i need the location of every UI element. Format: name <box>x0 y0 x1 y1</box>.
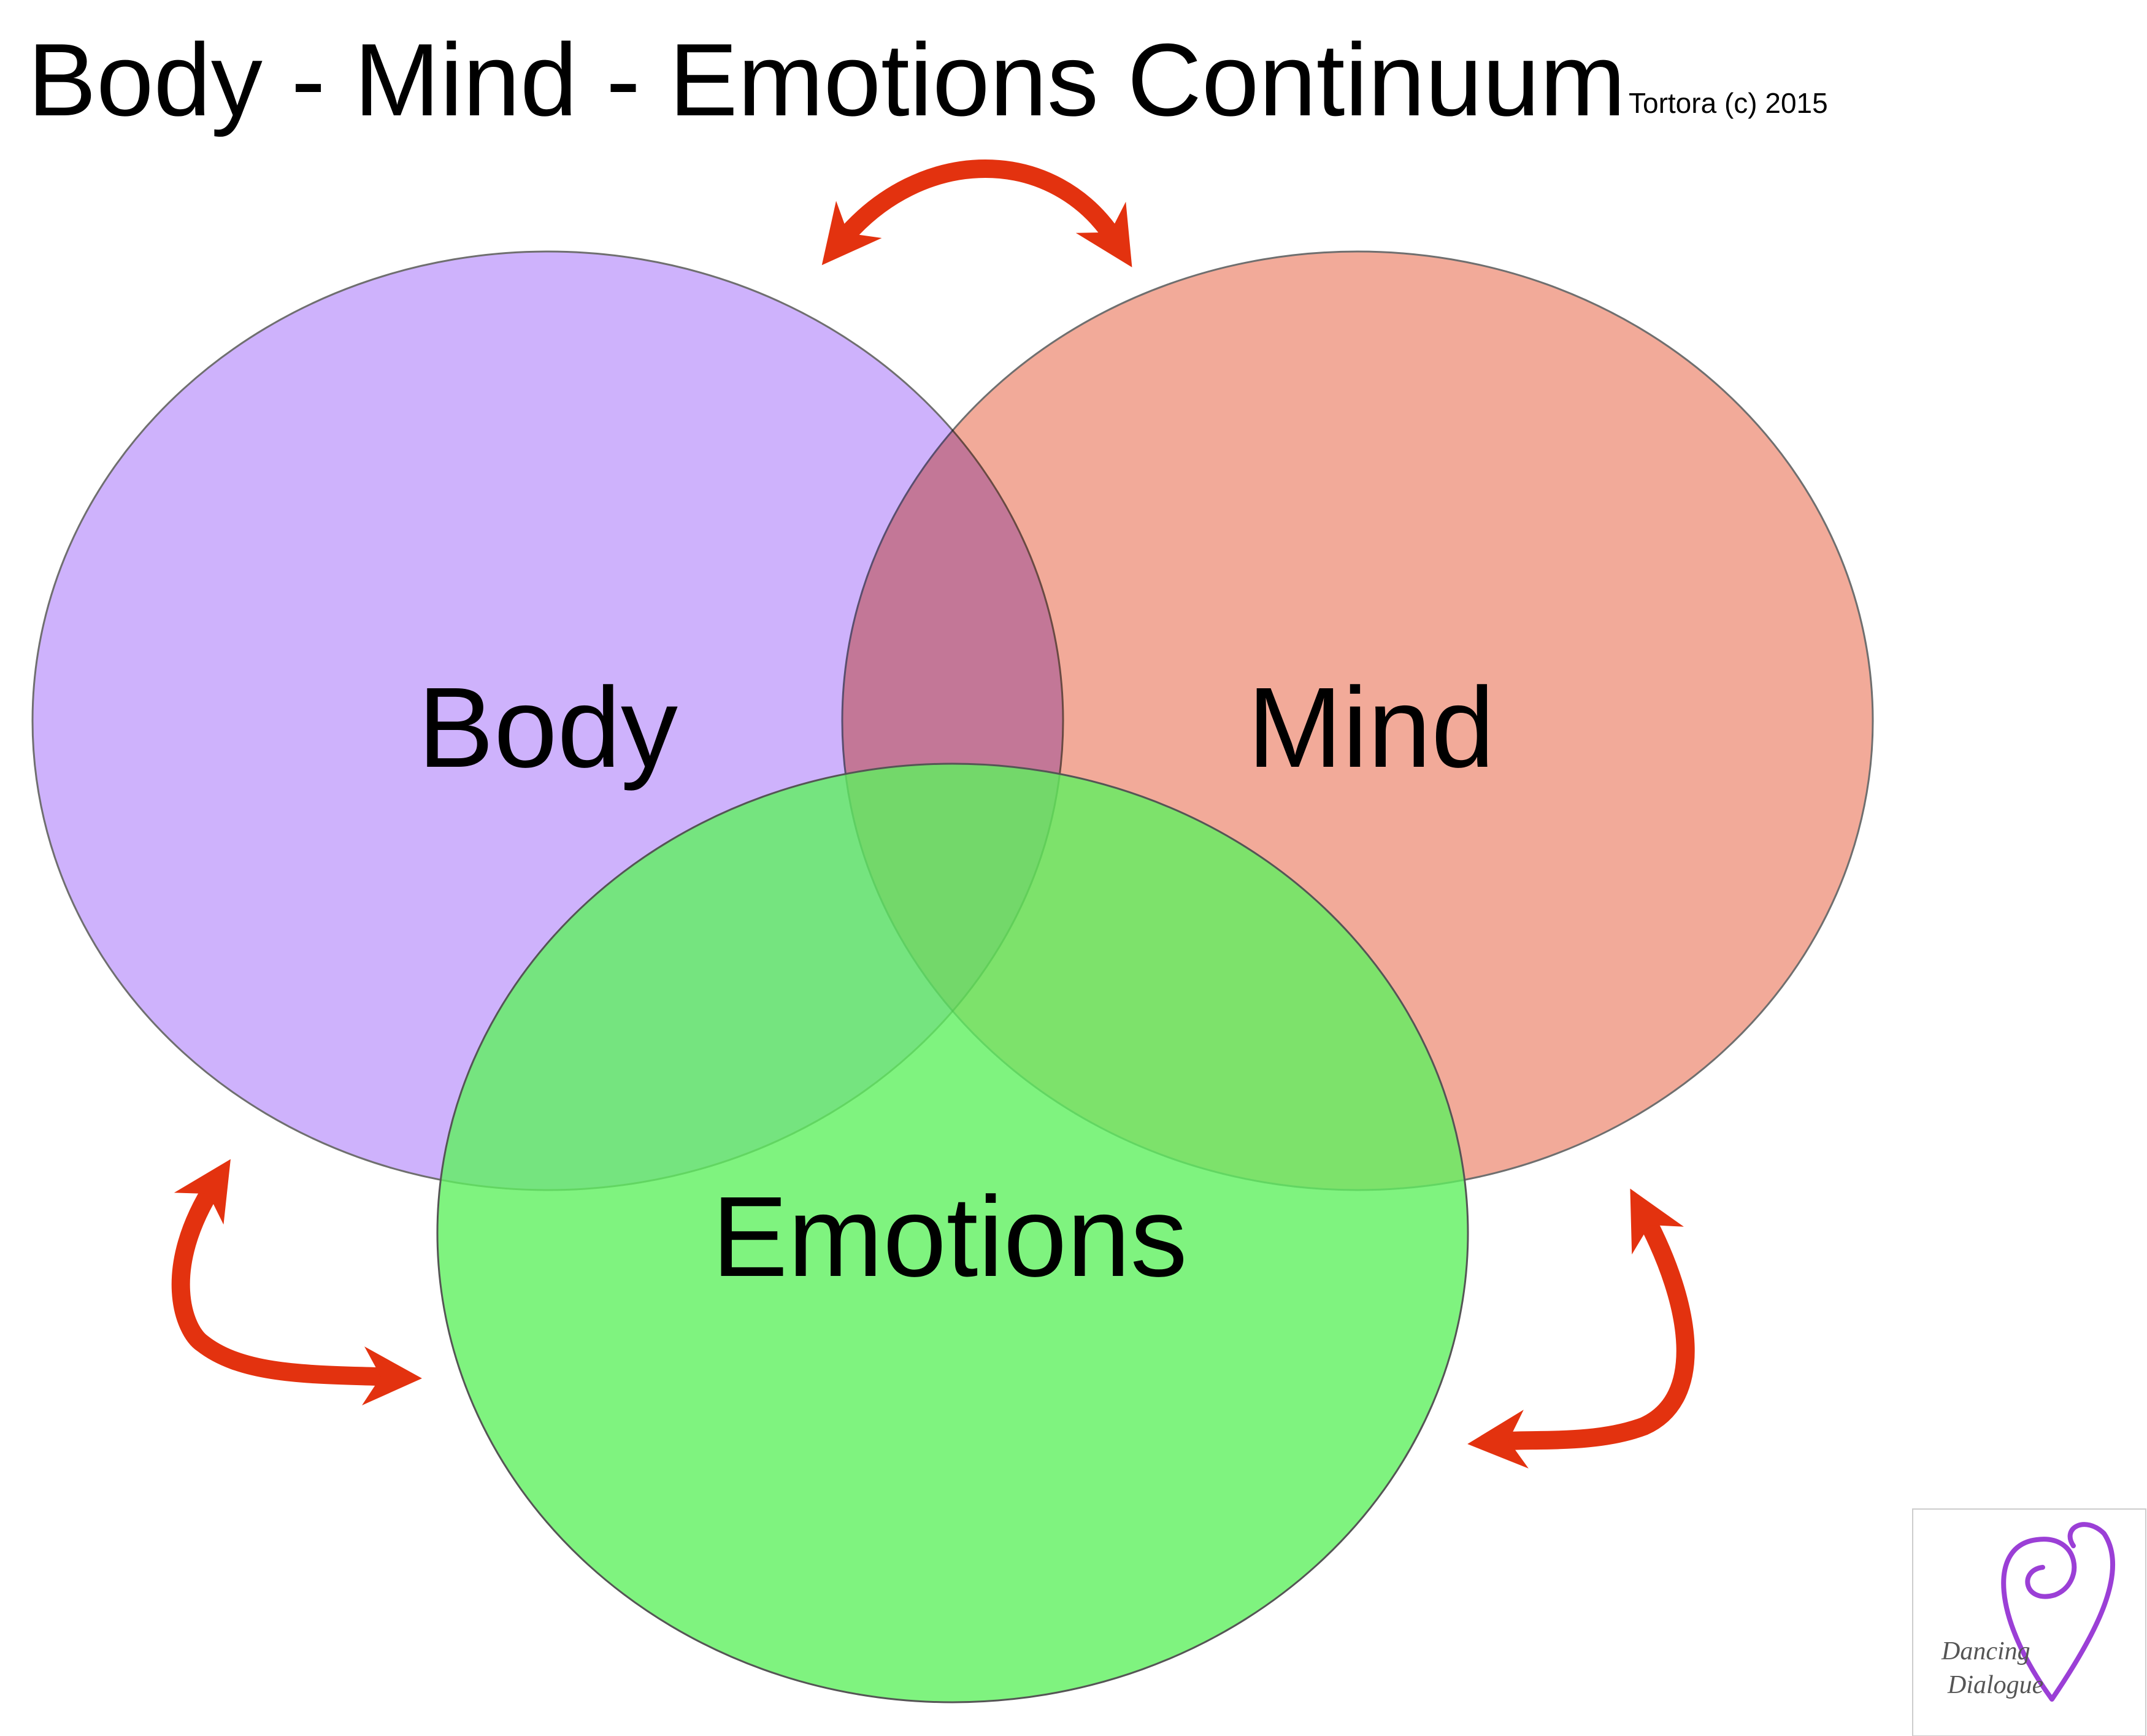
body-mind-double-arrow <box>821 159 1132 267</box>
emotions-label: Emotions <box>712 1173 1187 1300</box>
logo-text-line1: Dancing <box>1941 1637 2030 1665</box>
copyright-credit: Tortora (c) 2015 <box>1629 87 1828 119</box>
mind-emotions-double-arrow <box>1467 1188 1695 1469</box>
diagram-title: Body - Mind - Emotions Continuum <box>28 22 1626 137</box>
body-label: Body <box>418 664 678 791</box>
mind-label: Mind <box>1247 664 1494 791</box>
logo-text-line2: Dialogue <box>1947 1671 2043 1699</box>
body-emotions-double-arrow <box>171 1159 422 1405</box>
dancing-dialogue-logo: Dancing Dialogue <box>1912 1508 2146 1736</box>
